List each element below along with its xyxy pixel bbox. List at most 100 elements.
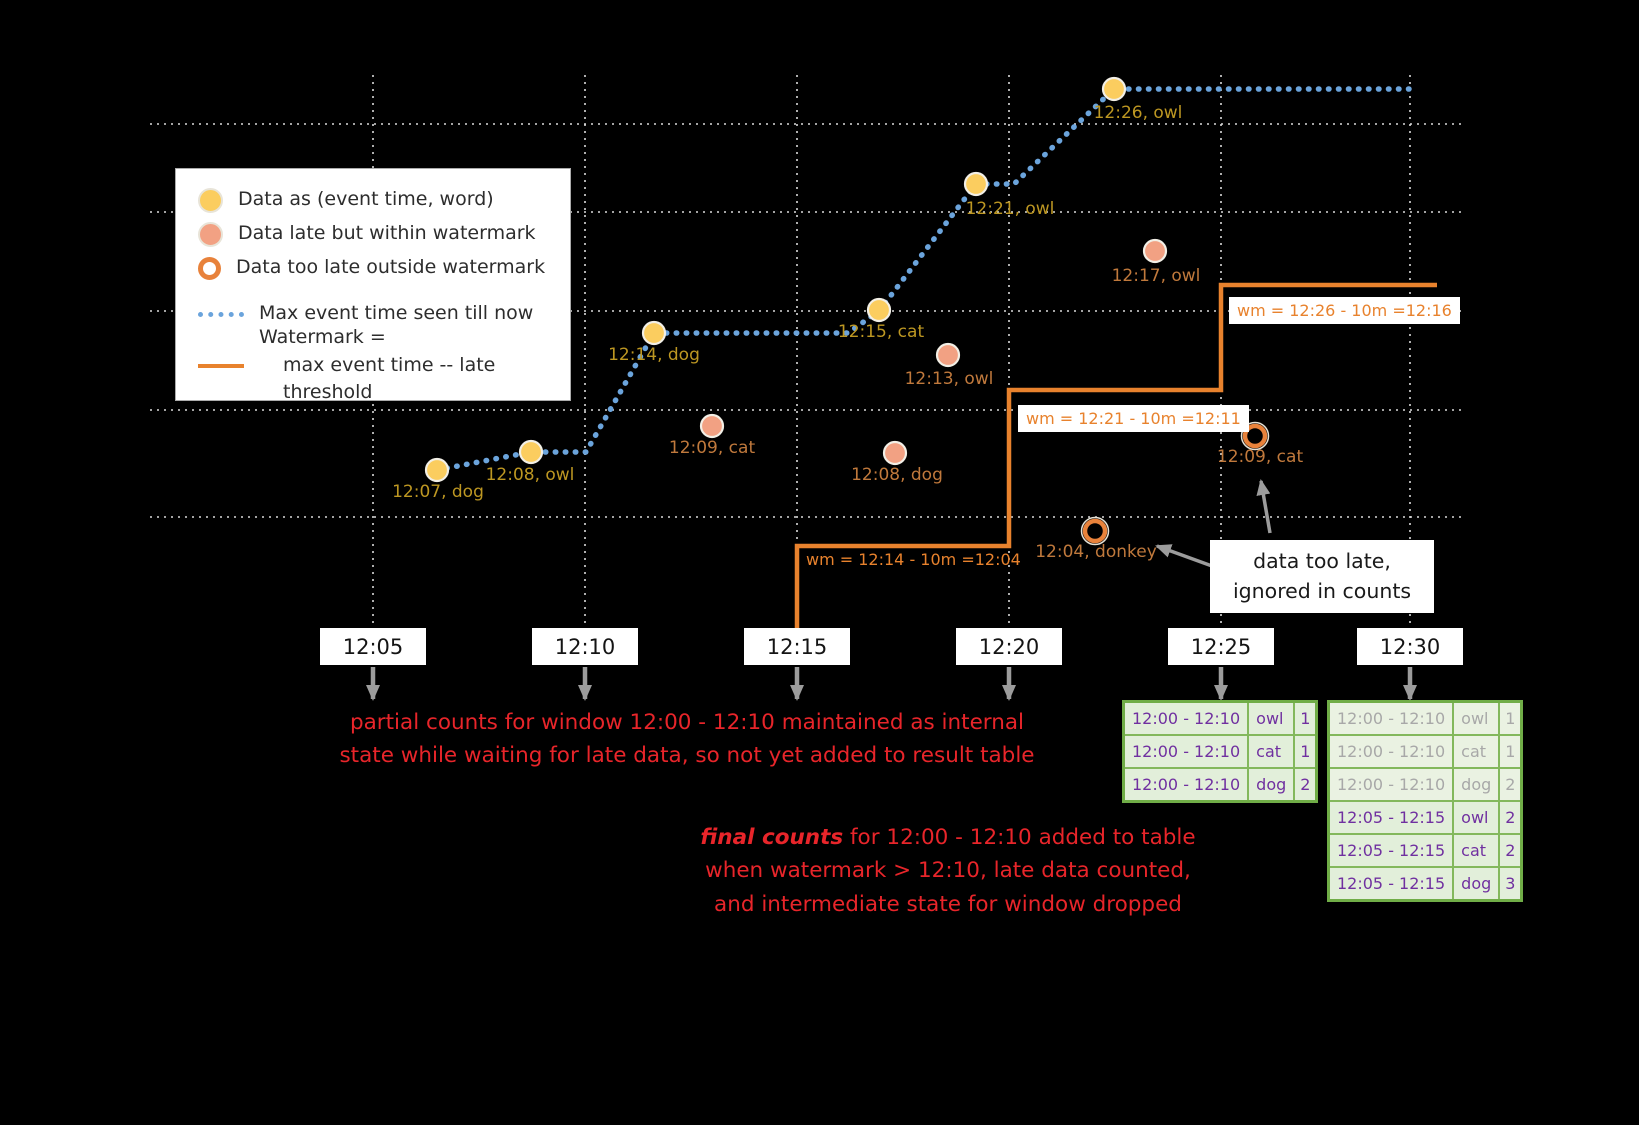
word-cell: cat: [1452, 734, 1501, 769]
event-point-label: 12:07, dog: [392, 482, 484, 502]
word-cell: owl: [1452, 700, 1501, 736]
window-cell: 12:00 - 12:10: [1327, 767, 1455, 802]
late-dot-icon: [198, 221, 223, 247]
event-point-too-late: [1242, 423, 1268, 449]
count-cell: 3: [1498, 866, 1523, 902]
word-cell: dog: [1452, 767, 1501, 802]
word-cell: owl: [1452, 800, 1501, 835]
partial-counts-line2: state while waiting for late data, so no…: [339, 743, 1035, 769]
window-cell: 12:00 - 12:10: [1327, 734, 1455, 769]
window-cell: 12:00 - 12:10: [1327, 700, 1455, 736]
time-tick-12-15: 12:15: [744, 628, 850, 665]
event-point-on-time: [424, 457, 450, 483]
count-cell: 2: [1498, 833, 1523, 868]
final-counts-line1-rest: for 12:00 - 12:10 added to table: [843, 825, 1196, 850]
event-point-too-late-outline: [1080, 516, 1110, 546]
event-point-late: [1142, 238, 1168, 264]
partial-counts-note: partial counts for window 12:00 - 12:10 …: [287, 706, 1087, 773]
window-cell: 12:05 - 12:15: [1327, 833, 1455, 868]
event-point-on-time: [963, 171, 989, 197]
watermark-value-label: wm = 12:26 - 10m =12:16: [1229, 297, 1460, 324]
count-cell: 1: [1498, 734, 1523, 769]
event-point-too-late: [1082, 518, 1108, 544]
event-point-label: 12:15, cat: [838, 322, 925, 342]
max-event-time-line: [434, 86, 1419, 473]
watermark-line: [794, 282, 1437, 633]
too-late-callout: data too late, ignored in counts: [1210, 540, 1434, 614]
too-late-ring-icon: [198, 256, 221, 280]
legend-item: Data late but within watermark: [198, 217, 560, 251]
legend-item: Watermark =max event time -- late thresh…: [198, 326, 560, 403]
event-point-label: 12:26, owl: [1094, 103, 1183, 123]
word-cell: owl: [1247, 700, 1296, 736]
final-counts-line3: and intermediate state for window droppe…: [714, 891, 1182, 917]
too-late-arrow: [1155, 544, 1213, 568]
event-point-on-time: [866, 297, 892, 323]
event-point-label: 12:17, owl: [1112, 266, 1201, 286]
count-cell: 2: [1498, 767, 1523, 802]
window-cell: 12:05 - 12:15: [1327, 800, 1455, 835]
legend-item-label: Data as (event time, word): [238, 188, 494, 211]
final-counts-emphasis: final counts: [700, 825, 844, 850]
time-tick-12-20: 12:20: [956, 628, 1062, 665]
time-tick-12-25: 12:25: [1168, 628, 1274, 665]
event-point-late: [935, 342, 961, 368]
window-cell: 12:00 - 12:10: [1122, 700, 1250, 736]
count-cell: 1: [1498, 700, 1523, 736]
legend-item: Data too late outside watermark: [198, 251, 560, 285]
final-counts-line2: when watermark > 12:10, late data counte…: [705, 858, 1191, 884]
time-tick-12-10: 12:10: [532, 628, 638, 665]
legend-item-label: Max event time seen till now: [259, 302, 534, 325]
final-counts-note: final counts for 12:00 - 12:10 added to …: [598, 821, 1298, 921]
event-point-too-late-outline: [1240, 421, 1270, 451]
time-tick-12-30: 12:30: [1357, 628, 1463, 665]
word-cell: cat: [1247, 734, 1296, 769]
event-point-on-time: [641, 320, 667, 346]
event-point-label: 12:04, donkey: [1035, 542, 1157, 562]
max-event-line-swatch: [198, 311, 244, 317]
count-cell: 2: [1293, 767, 1318, 803]
too-late-arrow: [1256, 479, 1272, 534]
event-point-label: 12:13, owl: [905, 369, 994, 389]
word-cell: dog: [1247, 767, 1296, 803]
too-late-callout-line2: ignored in counts: [1232, 578, 1412, 603]
word-cell: cat: [1452, 833, 1501, 868]
watermark-value-label: wm = 12:14 - 10m =12:04: [806, 550, 1021, 569]
too-late-callout-line1: data too late,: [1253, 549, 1391, 573]
event-point-label: 12:08, dog: [851, 465, 943, 485]
legend: Data as (event time, word) Data late but …: [175, 168, 571, 403]
time-tick-12-05: 12:05: [320, 628, 426, 665]
event-point-on-time: [518, 439, 544, 465]
watermark-line-swatch: [198, 363, 244, 368]
event-point-late: [699, 413, 725, 439]
legend-item-label: Data too late outside watermark: [236, 256, 546, 279]
on-time-dot-icon: [198, 187, 223, 213]
count-cell: 2: [1498, 800, 1523, 835]
event-point-on-time: [1101, 76, 1127, 102]
window-cell: 12:00 - 12:10: [1122, 734, 1250, 769]
event-point-label: 12:09, cat: [1217, 447, 1304, 467]
legend-item-label: Watermark =: [259, 326, 386, 349]
event-point-label: 12:08, owl: [486, 465, 575, 485]
legend-item: Max event time seen till now: [198, 297, 560, 331]
legend-item-label: Data late but within watermark: [238, 222, 536, 245]
watermark-value-label: wm = 12:21 - 10m =12:11: [1018, 405, 1249, 432]
count-cell: 1: [1293, 700, 1318, 736]
word-cell: dog: [1452, 866, 1501, 902]
legend-item: Data as (event time, word): [198, 183, 560, 217]
window-cell: 12:05 - 12:15: [1327, 866, 1455, 902]
event-point-late: [882, 440, 908, 466]
event-point-label: 12:21, owl: [966, 199, 1055, 219]
event-point-label: 12:09, cat: [669, 438, 756, 458]
